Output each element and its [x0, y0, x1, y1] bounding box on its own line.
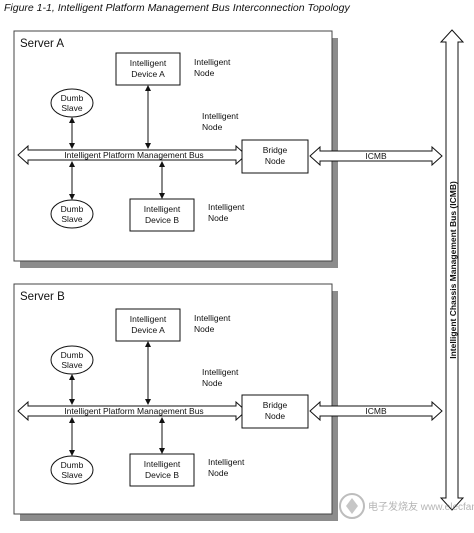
ipmb-label: Intelligent Platform Management Bus [64, 150, 203, 160]
intelligent-device-a [115, 52, 181, 86]
node-label: Intelligent [202, 111, 239, 121]
device-a-line-2: Device A [131, 69, 165, 79]
node-label: Node [208, 213, 229, 223]
watermark: 电子发烧友 www.elecfans.com [339, 493, 474, 519]
device-a-line-2: Device A [131, 325, 165, 335]
icmb-arrow [309, 145, 443, 167]
dumb-slave [50, 199, 94, 229]
figure-title: Figure 1-1, Intelligent Platform Managem… [4, 2, 350, 14]
device-a-line-1: Intelligent [130, 314, 167, 324]
device-b-line-2: Device B [145, 470, 179, 480]
dumb-slave-line-2: Slave [61, 360, 83, 370]
icmb-label: ICMB [365, 406, 387, 416]
dumb-slave-line-2: Slave [61, 214, 83, 224]
device-a-line-1: Intelligent [130, 58, 167, 68]
device-b-line-2: Device B [145, 215, 179, 225]
bridge-node [241, 394, 309, 429]
dumb-slave-line-2: Slave [61, 103, 83, 113]
server-title: Server A [20, 38, 64, 50]
node-label: Node [202, 122, 223, 132]
dumb-slave [50, 455, 94, 485]
dumb-slave-line-2: Slave [61, 470, 83, 480]
dumb-slave-line-1: Dumb [61, 460, 84, 470]
server-title: Server B [20, 291, 65, 303]
device-b-line-1: Intelligent [144, 204, 181, 214]
node-label: Node [194, 324, 215, 334]
icmb-arrow [309, 400, 443, 422]
dumb-slave-line-1: Dumb [61, 93, 84, 103]
bridge-node [241, 139, 309, 174]
server-a: Server A Intelligent Device A Intelligen… [13, 30, 338, 268]
ipmb-label: Intelligent Platform Management Bus [64, 406, 203, 416]
node-label: Node [194, 68, 215, 78]
node-label: Intelligent [194, 313, 231, 323]
node-label: Intelligent [202, 367, 239, 377]
node-label: Intelligent [194, 57, 231, 67]
bridge-node-line-1: Bridge [263, 400, 288, 410]
node-label: Node [208, 468, 229, 478]
dumb-slave-line-1: Dumb [61, 204, 84, 214]
node-label: Node [202, 378, 223, 388]
intelligent-device-b [129, 453, 195, 487]
bridge-node-line-2: Node [265, 156, 286, 166]
bridge-node-line-2: Node [265, 411, 286, 421]
node-label: Intelligent [208, 457, 245, 467]
watermark-text: 电子发烧友 www.elecfans.com [368, 500, 474, 513]
node-label: Intelligent [208, 202, 245, 212]
device-b-line-1: Intelligent [144, 459, 181, 469]
bridge-node-line-1: Bridge [263, 145, 288, 155]
server-b: Server B Intelligent Device A Intelligen… [13, 283, 338, 521]
chassis-bus-label: Intelligent Chassis Management Bus (ICMB… [448, 181, 458, 359]
intelligent-device-a [115, 308, 181, 342]
dumb-slave-line-1: Dumb [61, 350, 84, 360]
intelligent-device-b [129, 198, 195, 232]
chassis-bus-arrow [439, 29, 465, 511]
icmb-label: ICMB [365, 151, 387, 161]
